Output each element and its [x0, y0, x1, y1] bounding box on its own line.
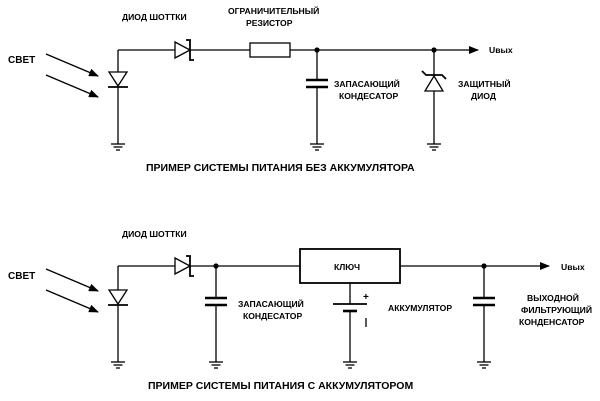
filter-capacitor: [473, 266, 495, 362]
ground-icon: [343, 361, 357, 369]
ground-icon: [427, 143, 441, 151]
storage-capacitor-label-2: КОНДЕСАТОР: [339, 91, 398, 101]
protection-diode-label-1: ЗАЩИТНЫЙ: [458, 78, 511, 89]
battery-plus: +: [363, 292, 369, 303]
caption-bottom: ПРИМЕР СИСТЕМЫ ПИТАНИЯ С АККУМУЛЯТОРОМ: [148, 380, 413, 392]
resistor-label-2: РЕЗИСТОР: [246, 18, 293, 28]
light-arrows: [45, 268, 99, 313]
ground-icon: [111, 143, 125, 151]
switch-label: КЛЮЧ: [334, 262, 360, 272]
output-label: Uвых: [561, 262, 585, 272]
storage-capacitor-label-1: ЗАПАСАЮЩИЙ: [334, 78, 400, 89]
ground-icon: [477, 361, 491, 369]
light-label: СВЕТ: [8, 271, 35, 282]
ground-icon: [111, 361, 125, 369]
protection-diode: [421, 50, 447, 144]
schottky-label: ДИОД ШОТТКИ: [122, 229, 187, 239]
light-label: СВЕТ: [8, 55, 35, 66]
circuit-without-battery: СВЕТ ДИОД ШОТТКИ ОГРАНИЧИТЕЛЬНЫЙ РЕЗИ: [8, 5, 513, 174]
ground-icon: [209, 361, 223, 369]
limiting-resistor: [249, 42, 291, 58]
filter-capacitor-label-1: ВЫХОДНОЙ: [527, 292, 579, 303]
photodiode: [107, 266, 129, 362]
battery: [333, 283, 367, 362]
output-label: Uвых: [489, 45, 513, 55]
circuit-with-battery: СВЕТ ДИОД ШОТТКИ: [8, 229, 592, 392]
resistor-label-1: ОГРАНИЧИТЕЛЬНЫЙ: [228, 5, 319, 16]
battery-label: АККУМУЛЯТОР: [388, 303, 452, 313]
ground-icon: [310, 143, 324, 151]
schottky-label: ДИОД ШОТТКИ: [122, 12, 187, 22]
photodiode: [107, 50, 129, 144]
storage-capacitor-label-1: ЗАПАСАЮЩИЙ: [238, 298, 304, 309]
light-arrows: [45, 53, 99, 98]
storage-capacitor: [205, 266, 227, 362]
protection-diode-label-2: ДИОД: [471, 91, 496, 101]
filter-capacitor-label-3: КОНДЕНСАТОР: [519, 317, 585, 327]
storage-capacitor: [306, 50, 328, 144]
caption-top: ПРИМЕР СИСТЕМЫ ПИТАНИЯ БЕЗ АККУМУЛЯТОРА: [146, 162, 415, 174]
storage-capacitor-label-2: КОНДЕСАТОР: [243, 311, 302, 321]
filter-capacitor-label-2: ФИЛЬТРУЮЩИЙ: [521, 304, 592, 315]
